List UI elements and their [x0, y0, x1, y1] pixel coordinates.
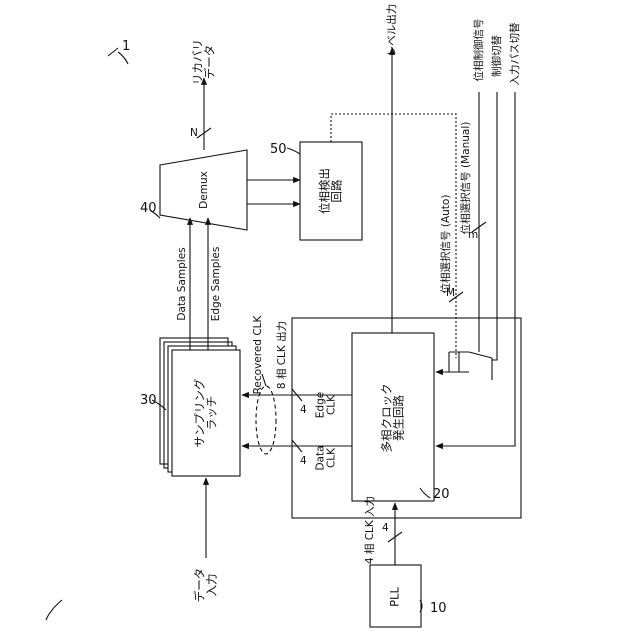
bus-width-data-clk: 4 — [300, 456, 307, 467]
level-output-label: レベル出力 — [387, 4, 398, 57]
clk-in-label: 4 相 CLK 入力 — [365, 496, 376, 564]
demux-label: Demux — [199, 171, 210, 209]
edge-samples-label: Edge Samples — [211, 247, 222, 322]
phase-ctrl-label: 位相制御信号 — [474, 19, 485, 82]
demux-ref: 40 — [140, 202, 157, 215]
sampling-label: サンプリング ラッチ — [195, 379, 218, 448]
phase-sel-auto-label: 位相選択信号 (Auto) — [441, 195, 452, 294]
phase-detector-label: 位相検出 回路 — [320, 168, 343, 214]
phase-sel-manual-label: 位相選択信号 (Manual) — [461, 122, 472, 235]
figure-ref: 1 — [122, 40, 130, 53]
bus-width-n: N — [190, 128, 198, 139]
data-input-label: データ 入力 — [195, 568, 218, 603]
data-samples-label: Data Samples — [177, 247, 188, 320]
multiphase-label: 多相クロック 発生回路 — [382, 384, 405, 453]
control-switch-line — [492, 92, 497, 360]
recovered-clk-label: Recovered CLK — [253, 316, 264, 395]
phase-detector-ref: 50 — [270, 143, 287, 156]
pll-ref: 10 — [430, 602, 447, 615]
bus-width-edge-clk: 4 — [300, 405, 307, 416]
bus-width-m-small: m — [468, 230, 478, 241]
bus-width-pll: 4 — [382, 523, 389, 534]
multiphase-ref: 20 — [433, 488, 450, 501]
ctrl-switch-label: 制御切替 — [492, 35, 503, 77]
recovered-data-label: リカバリ データ — [193, 39, 216, 85]
sampling-ref: 30 — [140, 394, 157, 407]
bus-width-m: M — [446, 288, 455, 299]
input-path-switch-label: 入力パス切替 — [510, 23, 521, 86]
auto-phase-select-line — [331, 114, 456, 358]
edge-clk-label: Edge CLK — [316, 392, 337, 418]
data-clk-label: Data CLK — [316, 445, 337, 470]
clk-out-label: 8 相 CLK 出力 — [277, 321, 288, 389]
recovered-clk-ellipse — [256, 386, 276, 454]
pll-label: PLL — [389, 587, 401, 607]
selector-switch — [449, 352, 492, 380]
